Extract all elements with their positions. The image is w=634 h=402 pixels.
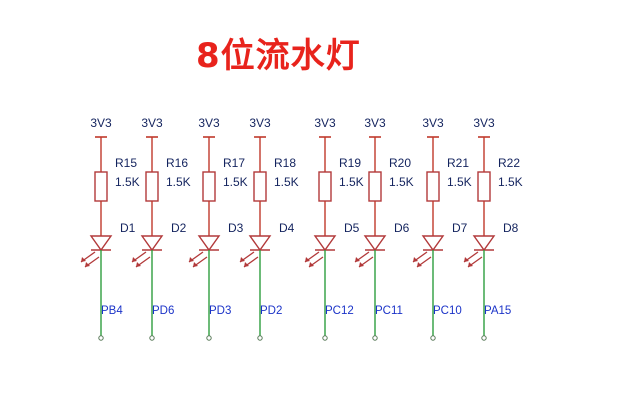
resistor-body [202, 171, 216, 202]
led-emission-arrowhead [193, 262, 198, 267]
net-label: PC12 [325, 305, 354, 317]
resistor-ref-label: R19 [339, 156, 361, 170]
resistor-body [426, 171, 440, 202]
net-label: PC11 [375, 305, 403, 317]
resistor-ref-label: R17 [223, 156, 245, 170]
led-triangle [472, 235, 496, 252]
led-ref-label: D2 [171, 221, 187, 235]
resistor-value-label: 1.5K [166, 175, 191, 189]
resistor-value-label: 1.5K [447, 175, 472, 189]
led-ref-label: D5 [344, 221, 360, 235]
power-label: 3V3 [141, 116, 163, 130]
resistor-value-label: 1.5K [223, 175, 248, 189]
power-label: 3V3 [473, 116, 495, 130]
led-emission-arrowhead [355, 257, 360, 262]
led-triangle [140, 235, 164, 252]
power-label: 3V3 [198, 116, 220, 130]
led-emission-arrowhead [81, 257, 86, 262]
resistor-body [94, 171, 108, 202]
net-label: PA15 [484, 305, 511, 317]
led-emission-arrowhead [468, 262, 473, 267]
net-label: PD2 [260, 305, 282, 317]
led-triangle [89, 235, 113, 252]
resistor-value-label: 1.5K [389, 175, 414, 189]
page-title: 8位流水灯 [196, 36, 361, 76]
net-label: PD6 [152, 305, 174, 317]
resistor-ref-label: R16 [166, 156, 188, 170]
resistor-ref-label: R21 [447, 156, 469, 170]
led-emission-arrowhead [305, 257, 310, 262]
net-terminal [372, 335, 378, 341]
led-emission-arrowhead [359, 262, 364, 267]
led-emission-arrowhead [309, 262, 314, 267]
led-emission-arrowhead [132, 257, 137, 262]
resistor-value-label: 1.5K [274, 175, 299, 189]
led-ref-label: D6 [394, 221, 410, 235]
led-emission-arrowhead [244, 262, 249, 267]
resistor-body [477, 171, 491, 202]
led-emission-arrowhead [413, 257, 418, 262]
led-ref-label: D3 [228, 221, 244, 235]
power-label: 3V3 [314, 116, 336, 130]
led-triangle [421, 235, 445, 252]
led-emission-arrowhead [417, 262, 422, 267]
resistor-body [253, 171, 267, 202]
net-terminal [257, 335, 263, 341]
led-emission-arrowhead [136, 262, 141, 267]
led-ref-label: D4 [279, 221, 295, 235]
net-terminal [481, 335, 487, 341]
led-triangle [313, 235, 337, 252]
power-label: 3V3 [249, 116, 271, 130]
power-label: 3V3 [364, 116, 386, 130]
resistor-ref-label: R20 [389, 156, 411, 170]
resistor-ref-label: R22 [498, 156, 520, 170]
led-emission-arrowhead [464, 257, 469, 262]
net-terminal [430, 335, 436, 341]
resistor-value-label: 1.5K [115, 175, 140, 189]
resistor-body [145, 171, 159, 202]
net-label: PD3 [209, 305, 231, 317]
resistor-ref-label: R18 [274, 156, 296, 170]
led-triangle [197, 235, 221, 252]
resistor-body [318, 171, 332, 202]
led-triangle [248, 235, 272, 252]
led-ref-label: D7 [452, 221, 468, 235]
resistor-body [368, 171, 382, 202]
led-emission-arrowhead [189, 257, 194, 262]
net-label: PB4 [101, 305, 123, 317]
led-emission-arrowhead [85, 262, 90, 267]
led-ref-label: D8 [503, 221, 519, 235]
resistor-value-label: 1.5K [339, 175, 364, 189]
resistor-value-label: 1.5K [498, 175, 523, 189]
net-terminal [206, 335, 212, 341]
net-label: PC10 [433, 305, 462, 317]
led-ref-label: D1 [120, 221, 136, 235]
net-terminal [98, 335, 104, 341]
net-terminal [149, 335, 155, 341]
net-terminal [322, 335, 328, 341]
resistor-ref-label: R15 [115, 156, 137, 170]
power-label: 3V3 [90, 116, 112, 130]
led-triangle [363, 235, 387, 252]
led-emission-arrowhead [240, 257, 245, 262]
power-label: 3V3 [422, 116, 444, 130]
